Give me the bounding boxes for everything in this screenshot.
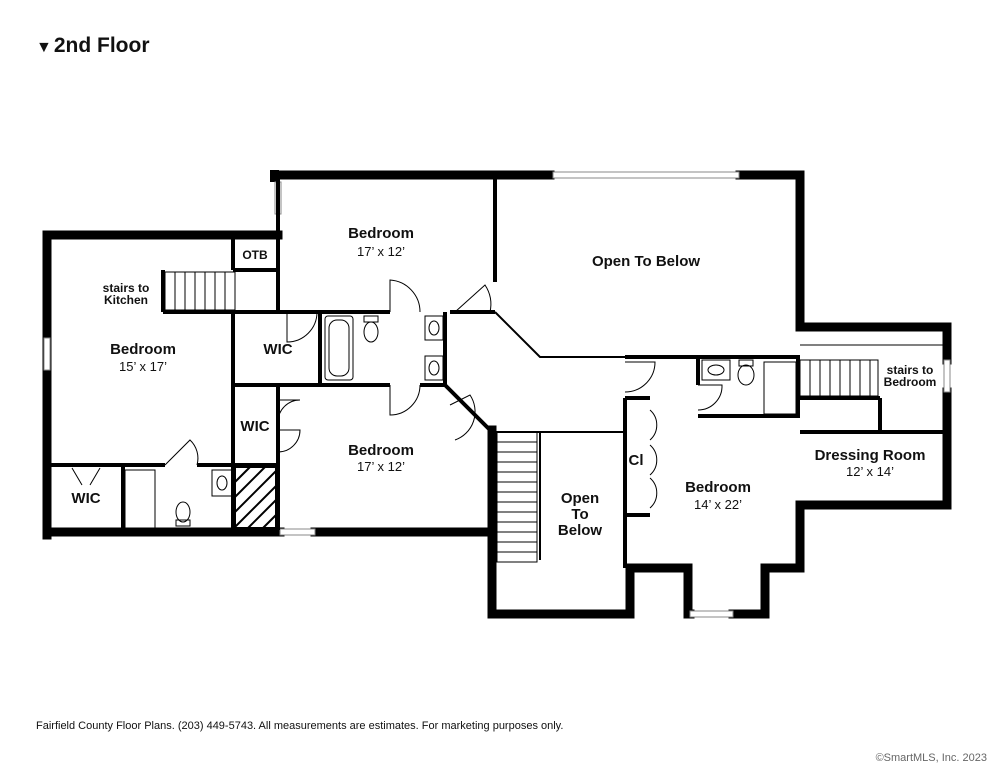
hatched-shaft bbox=[234, 466, 277, 529]
open-below-top-label: Open To Below bbox=[592, 253, 700, 270]
room-labels: Bedroom 17’ x 12’ Open To Below OTB stai… bbox=[71, 225, 936, 539]
toilet-right bbox=[737, 364, 755, 386]
shower-right bbox=[763, 361, 797, 415]
door-swings bbox=[71, 279, 723, 509]
exterior-walls bbox=[42, 170, 952, 619]
stairs-bedroom-line1: stairs to bbox=[887, 363, 934, 377]
bedroom-top-dims: 17’ x 12’ bbox=[357, 244, 405, 259]
open-below-center-line3: Below bbox=[558, 522, 603, 539]
sink-right bbox=[701, 359, 731, 381]
bedroom-left-name: Bedroom bbox=[110, 341, 176, 358]
toilet-left bbox=[175, 501, 191, 523]
bedroom-top-name: Bedroom bbox=[348, 225, 414, 242]
copyright-notice: ©SmartMLS, Inc. 2023 bbox=[875, 752, 987, 764]
stairs-kitchen bbox=[164, 271, 236, 311]
bedroom-right-name: Bedroom bbox=[685, 479, 751, 496]
bedroom-right-dims: 14’ x 22’ bbox=[694, 497, 742, 512]
bathtub-top bbox=[324, 315, 354, 381]
stairs-bedroom bbox=[799, 359, 879, 397]
stairs-bedroom-line2: Bedroom bbox=[884, 375, 937, 389]
dressing-room-name: Dressing Room bbox=[815, 447, 926, 464]
bedroom-left-dims: 15’ x 17’ bbox=[119, 359, 167, 374]
open-below-center-line2: To bbox=[571, 506, 588, 523]
interior-walls bbox=[47, 175, 947, 568]
sink-top-1 bbox=[424, 315, 444, 341]
bedroom-center-name: Bedroom bbox=[348, 442, 414, 459]
wic-upper-label: WIC bbox=[263, 341, 292, 358]
bedroom-center-dims: 17’ x 12’ bbox=[357, 459, 405, 474]
floor-title: ▼2nd Floor bbox=[36, 34, 150, 58]
sink-top-2 bbox=[424, 355, 444, 381]
wic-bottom-label: WIC bbox=[71, 490, 100, 507]
otb-label: OTB bbox=[242, 248, 268, 262]
closet-label: Cl bbox=[629, 452, 644, 469]
footer-disclaimer: Fairfield County Floor Plans. (203) 449-… bbox=[36, 720, 564, 732]
shower-left bbox=[124, 469, 156, 529]
toilet-top bbox=[363, 321, 379, 343]
wic-mid-label: WIC bbox=[240, 418, 269, 435]
sink-left bbox=[211, 469, 233, 497]
stairs-kitchen-line1: stairs to bbox=[103, 281, 150, 295]
corner-post bbox=[270, 170, 279, 182]
dressing-room-dims: 12’ x 14’ bbox=[846, 464, 894, 479]
floor-title-text: 2nd Floor bbox=[53, 34, 150, 57]
bathroom-fixtures bbox=[124, 315, 797, 529]
open-below-center-line1: Open bbox=[561, 490, 599, 507]
stairs-main bbox=[496, 431, 538, 563]
stairs-kitchen-line2: Kitchen bbox=[104, 293, 148, 307]
collapse-triangle-icon[interactable]: ▼ bbox=[36, 39, 52, 56]
